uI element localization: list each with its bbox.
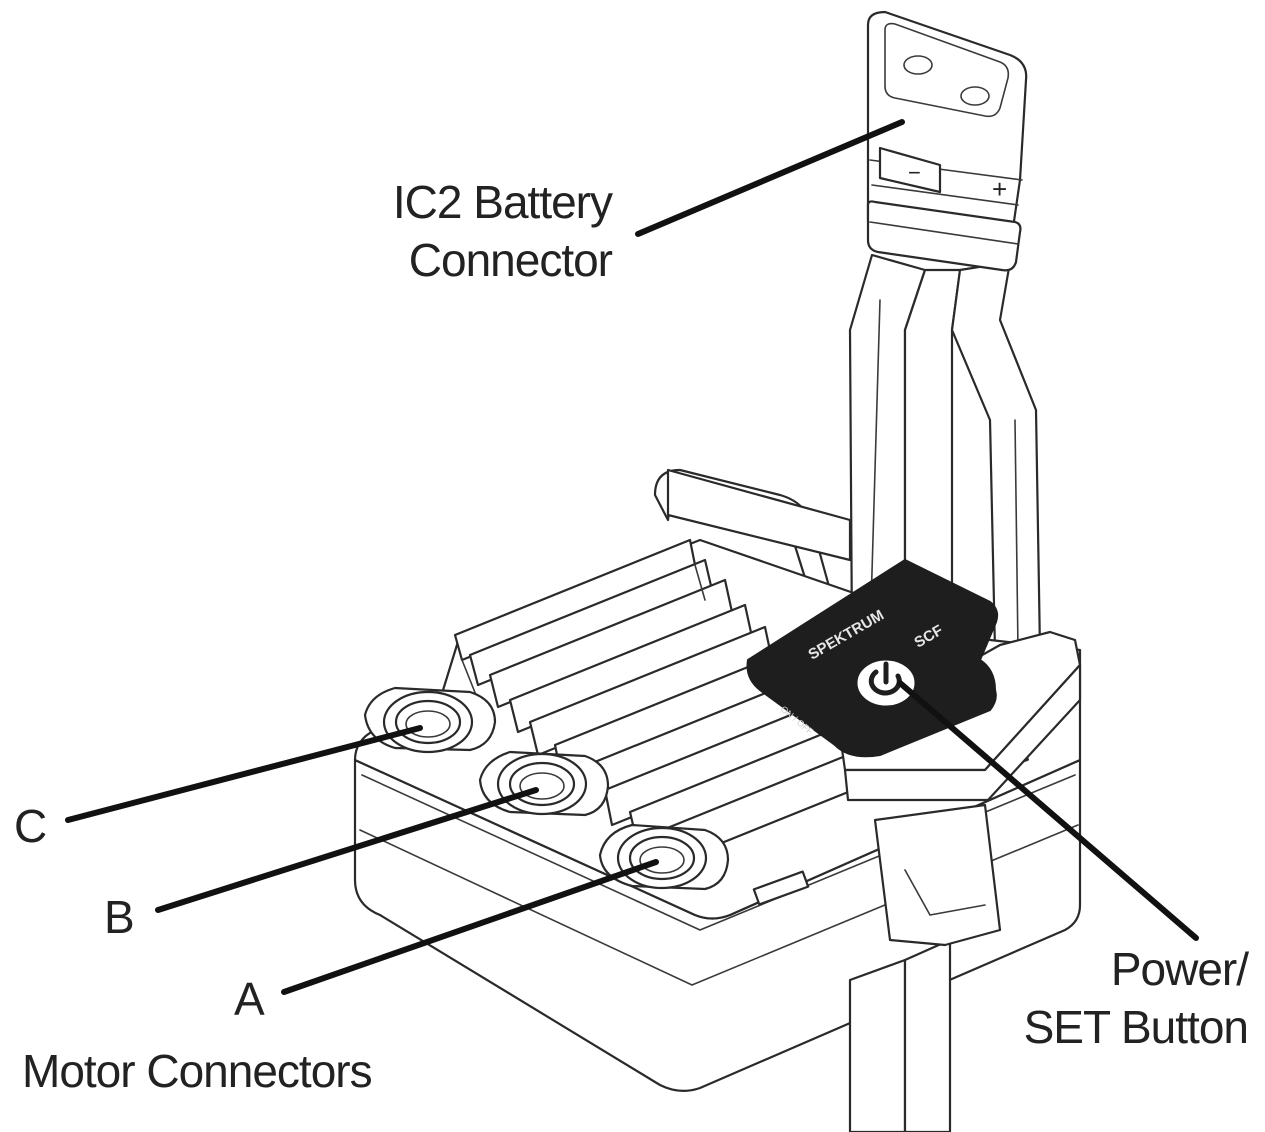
motor-b-label: B <box>104 891 134 943</box>
rear-bracket <box>653 468 852 602</box>
battery-label-line2: Connector <box>409 234 613 286</box>
heatsink <box>453 538 895 869</box>
motor-connector-b <box>478 750 610 817</box>
motor-connectors-label: Motor Connectors <box>22 1045 372 1097</box>
polarity-plus-mark: + <box>992 174 1006 204</box>
battery-wires <box>848 253 1042 652</box>
motor-connector-a <box>598 823 730 891</box>
power-label-line1: Power/ <box>1111 943 1249 995</box>
spektrum-plate: SPEKTRUM SCF ON / OFF <box>746 558 999 758</box>
power-leader-line <box>897 680 1199 941</box>
battery-label-line1: IC2 Battery <box>393 176 613 228</box>
ic2-battery-connector: + − <box>866 10 1028 272</box>
power-label-line2: SET Button <box>1024 1001 1248 1053</box>
battery-leader-line <box>635 119 905 237</box>
polarity-minus-mark: − <box>908 160 920 185</box>
power-set-button[interactable] <box>857 660 915 706</box>
motor-b-leader-line <box>155 787 539 913</box>
motor-c-label: C <box>14 800 46 852</box>
motor-a-label: A <box>234 973 265 1025</box>
motor-connector-c <box>363 686 497 754</box>
motor-c-leader-line <box>65 725 423 823</box>
motor-a-leader-line <box>281 859 659 995</box>
